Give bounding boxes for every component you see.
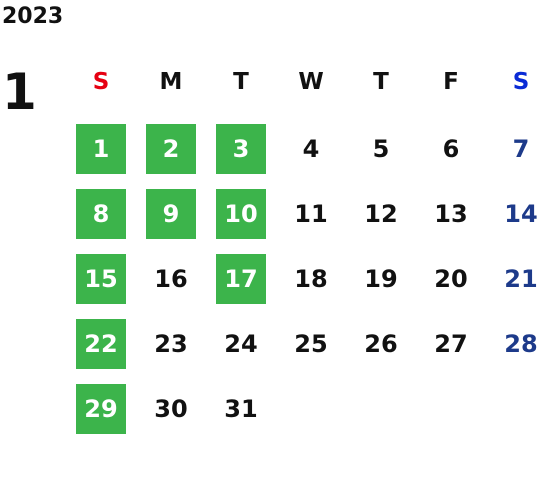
month-number: 1 (2, 63, 37, 121)
day-cell: 19 (346, 254, 416, 319)
weekday-tuesday: T (233, 69, 249, 95)
day-cell: 8 (66, 189, 136, 254)
weekday-saturday: S (512, 69, 530, 95)
day-cell: 13 (416, 189, 486, 254)
weekday-friday: F (443, 69, 459, 95)
day-cell: 15 (66, 254, 136, 319)
week-row-4: 22 23 24 25 26 27 28 (66, 319, 548, 384)
day-cell: 24 (206, 319, 276, 384)
day-cell: 5 (346, 124, 416, 189)
day-number: 23 (154, 330, 188, 358)
empty-day-cell (346, 384, 416, 449)
day-cell: 21 (486, 254, 548, 319)
day-cell: 3 (206, 124, 276, 189)
day-cell: 17 (206, 254, 276, 319)
day-cell: 23 (136, 319, 206, 384)
day-cell: 22 (66, 319, 136, 384)
day-number: 16 (154, 265, 188, 293)
empty-day-cell (486, 384, 548, 449)
day-number: 22 (76, 319, 126, 369)
day-cell: 25 (276, 319, 346, 384)
weekday-monday: M (159, 69, 183, 95)
day-number: 28 (504, 330, 538, 358)
year-label: 2023 (2, 4, 64, 29)
day-number: 8 (76, 189, 126, 239)
day-number: 7 (512, 135, 530, 163)
week-row-5: 29 30 31 (66, 384, 548, 449)
day-cell: 1 (66, 124, 136, 189)
day-number: 24 (224, 330, 258, 358)
week-row-1: 1 2 3 4 5 6 7 (66, 124, 548, 189)
day-number: 29 (76, 384, 126, 434)
week-row-2: 8 9 10 11 12 13 14 (66, 189, 548, 254)
day-cell: 4 (276, 124, 346, 189)
day-number: 15 (76, 254, 126, 304)
day-number: 1 (76, 124, 126, 174)
day-cell: 29 (66, 384, 136, 449)
day-number: 18 (294, 265, 328, 293)
day-number: 30 (154, 395, 188, 423)
day-cell: 31 (206, 384, 276, 449)
day-cell: 12 (346, 189, 416, 254)
day-number: 17 (216, 254, 266, 304)
day-cell: 26 (346, 319, 416, 384)
day-number: 9 (146, 189, 196, 239)
day-cell: 30 (136, 384, 206, 449)
empty-day-cell (416, 384, 486, 449)
day-number: 12 (364, 200, 398, 228)
day-number: 3 (216, 124, 266, 174)
day-cell: 18 (276, 254, 346, 319)
day-number: 19 (364, 265, 398, 293)
day-cell: 6 (416, 124, 486, 189)
day-number: 31 (224, 395, 258, 423)
day-number: 25 (294, 330, 328, 358)
day-number: 2 (146, 124, 196, 174)
weekday-wednesday: W (298, 69, 324, 95)
day-cell: 20 (416, 254, 486, 319)
day-number: 26 (364, 330, 398, 358)
day-number: 6 (442, 135, 460, 163)
day-number: 20 (434, 265, 468, 293)
day-cell: 28 (486, 319, 548, 384)
day-number: 5 (372, 135, 390, 163)
day-number: 27 (434, 330, 468, 358)
day-cell: 27 (416, 319, 486, 384)
day-number: 10 (216, 189, 266, 239)
day-cell: 7 (486, 124, 548, 189)
day-number: 4 (302, 135, 320, 163)
day-number: 21 (504, 265, 538, 293)
day-cell: 16 (136, 254, 206, 319)
calendar-grid: S M T W T F S 1 2 3 4 5 6 7 8 9 10 11 12… (66, 62, 548, 449)
day-number: 11 (294, 200, 328, 228)
day-cell: 10 (206, 189, 276, 254)
week-row-3: 15 16 17 18 19 20 21 (66, 254, 548, 319)
weekday-sunday: S (92, 69, 110, 95)
empty-day-cell (276, 384, 346, 449)
day-cell: 14 (486, 189, 548, 254)
day-number: 13 (434, 200, 468, 228)
day-cell: 11 (276, 189, 346, 254)
weekday-header-row: S M T W T F S (66, 62, 548, 102)
day-cell: 2 (136, 124, 206, 189)
day-cell: 9 (136, 189, 206, 254)
day-number: 14 (504, 200, 538, 228)
weekday-thursday: T (373, 69, 389, 95)
